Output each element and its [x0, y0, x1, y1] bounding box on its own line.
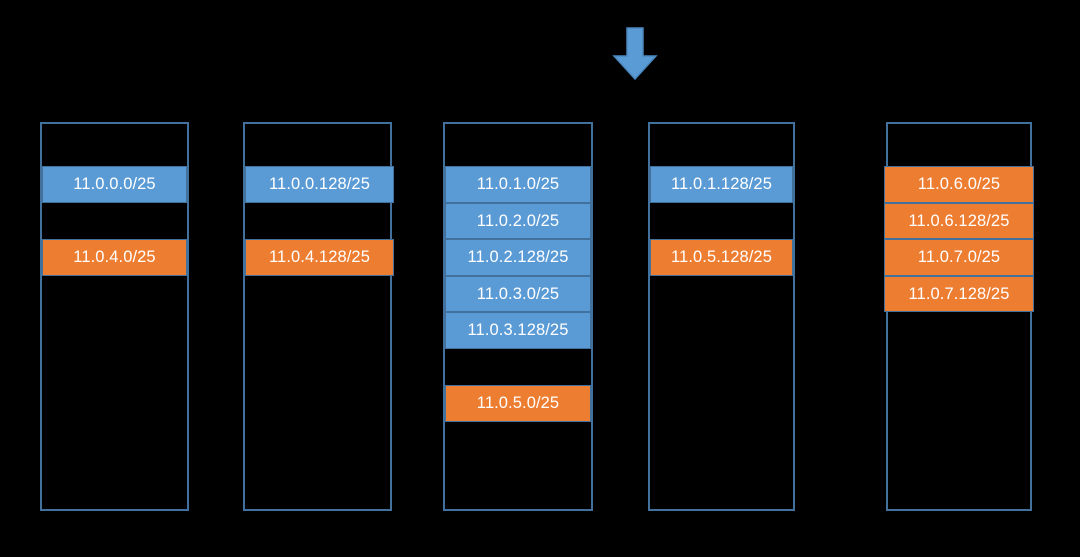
subnet-block[interactable]: 11.0.3.0/25 [445, 275, 591, 312]
subnet-block[interactable]: 11.0.1.128/25 [650, 166, 793, 203]
subnet-block[interactable]: 11.0.2.128/25 [445, 239, 591, 276]
subnet-block[interactable]: 11.0.1.0/25 [445, 166, 591, 203]
subnet-block[interactable]: 11.0.4.0/25 [42, 239, 187, 276]
subnet-block[interactable]: 11.0.7.0/25 [884, 239, 1034, 276]
down-arrow-icon [608, 26, 662, 82]
subnet-block[interactable]: 11.0.0.0/25 [42, 166, 187, 203]
subnet-block[interactable]: 11.0.6.128/25 [884, 202, 1034, 239]
subnet-block[interactable]: 11.0.5.128/25 [650, 239, 793, 276]
subnet-block[interactable]: 11.0.3.128/25 [445, 312, 591, 349]
subnet-block[interactable]: 11.0.2.0/25 [445, 202, 591, 239]
subnet-block[interactable]: 11.0.7.128/25 [884, 275, 1034, 312]
subnet-block[interactable]: 11.0.5.0/25 [445, 385, 591, 422]
subnet-block[interactable]: 11.0.4.128/25 [245, 239, 394, 276]
subnet-block[interactable]: 11.0.6.0/25 [884, 166, 1034, 203]
subnet-block[interactable]: 11.0.0.128/25 [245, 166, 394, 203]
